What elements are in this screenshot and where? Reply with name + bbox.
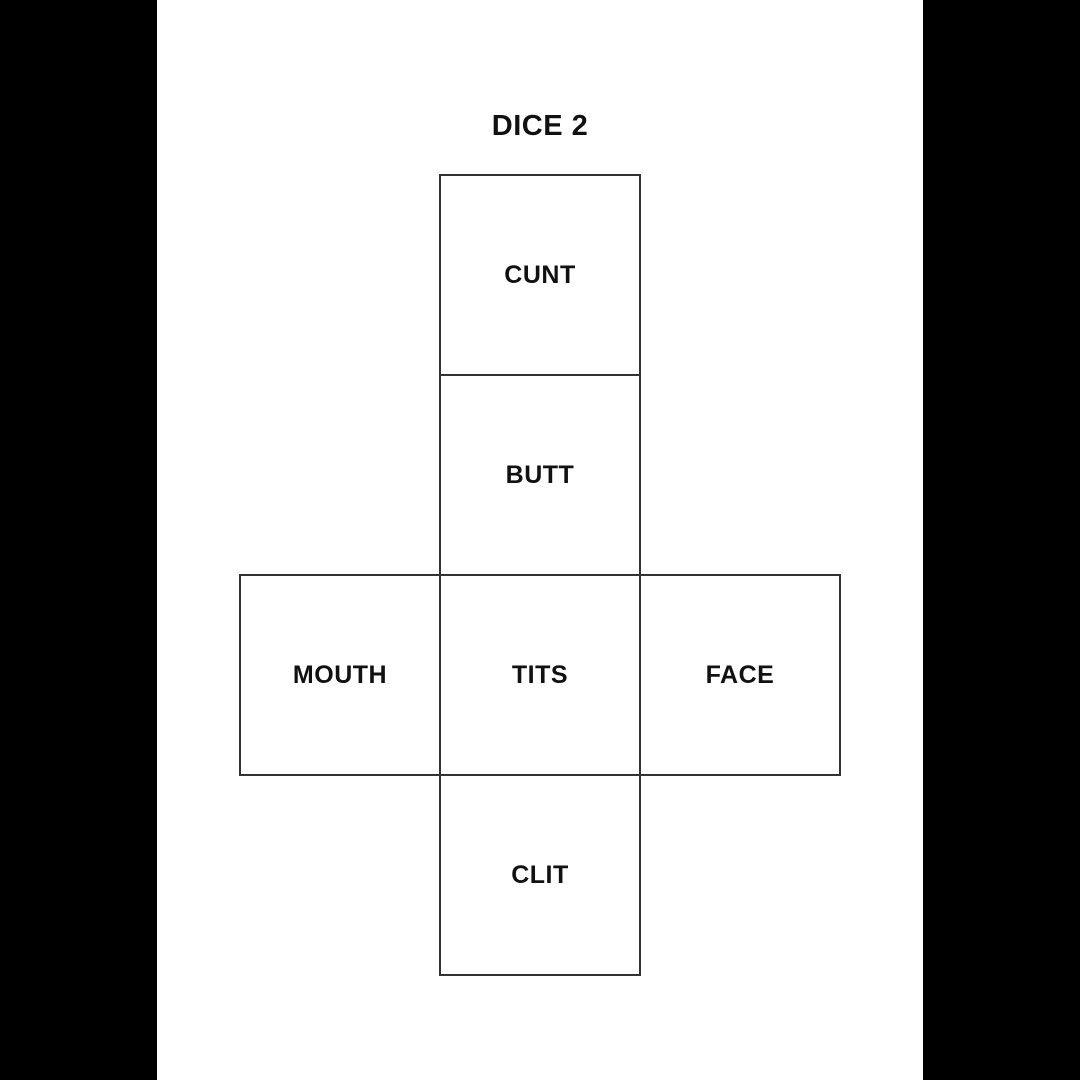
letterbox-left-bar	[0, 0, 157, 1080]
dice-face-left: MOUTH	[239, 574, 441, 776]
dice-face-label: CLIT	[511, 860, 569, 889]
dice-face-label: FACE	[705, 660, 775, 689]
dice-face-right: FACE	[639, 574, 841, 776]
dice-face-label: MOUTH	[292, 660, 388, 689]
dice-face-label: BUTT	[505, 460, 575, 489]
letterbox-right-bar	[923, 0, 1080, 1080]
dice-face-bottom: CLIT	[439, 774, 641, 976]
dice-face-label: CUNT	[504, 260, 576, 289]
dice-face-label: TITS	[511, 660, 569, 689]
page-title: DICE 2	[491, 110, 589, 142]
dice-face-center: TITS	[439, 574, 641, 776]
dice-face-upper-middle: BUTT	[439, 374, 641, 576]
dice-face-top: CUNT	[439, 174, 641, 376]
